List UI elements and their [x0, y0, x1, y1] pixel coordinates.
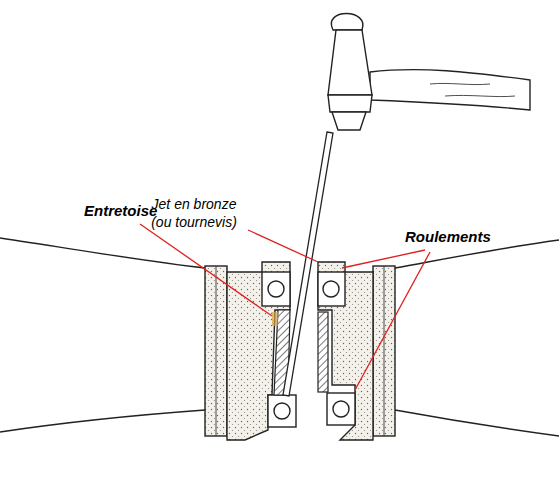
tool-label: Jet en bronze (ou tournevis) [142, 196, 246, 231]
part-label: Roulements [405, 228, 491, 247]
part-label: Entretoise [84, 202, 157, 221]
